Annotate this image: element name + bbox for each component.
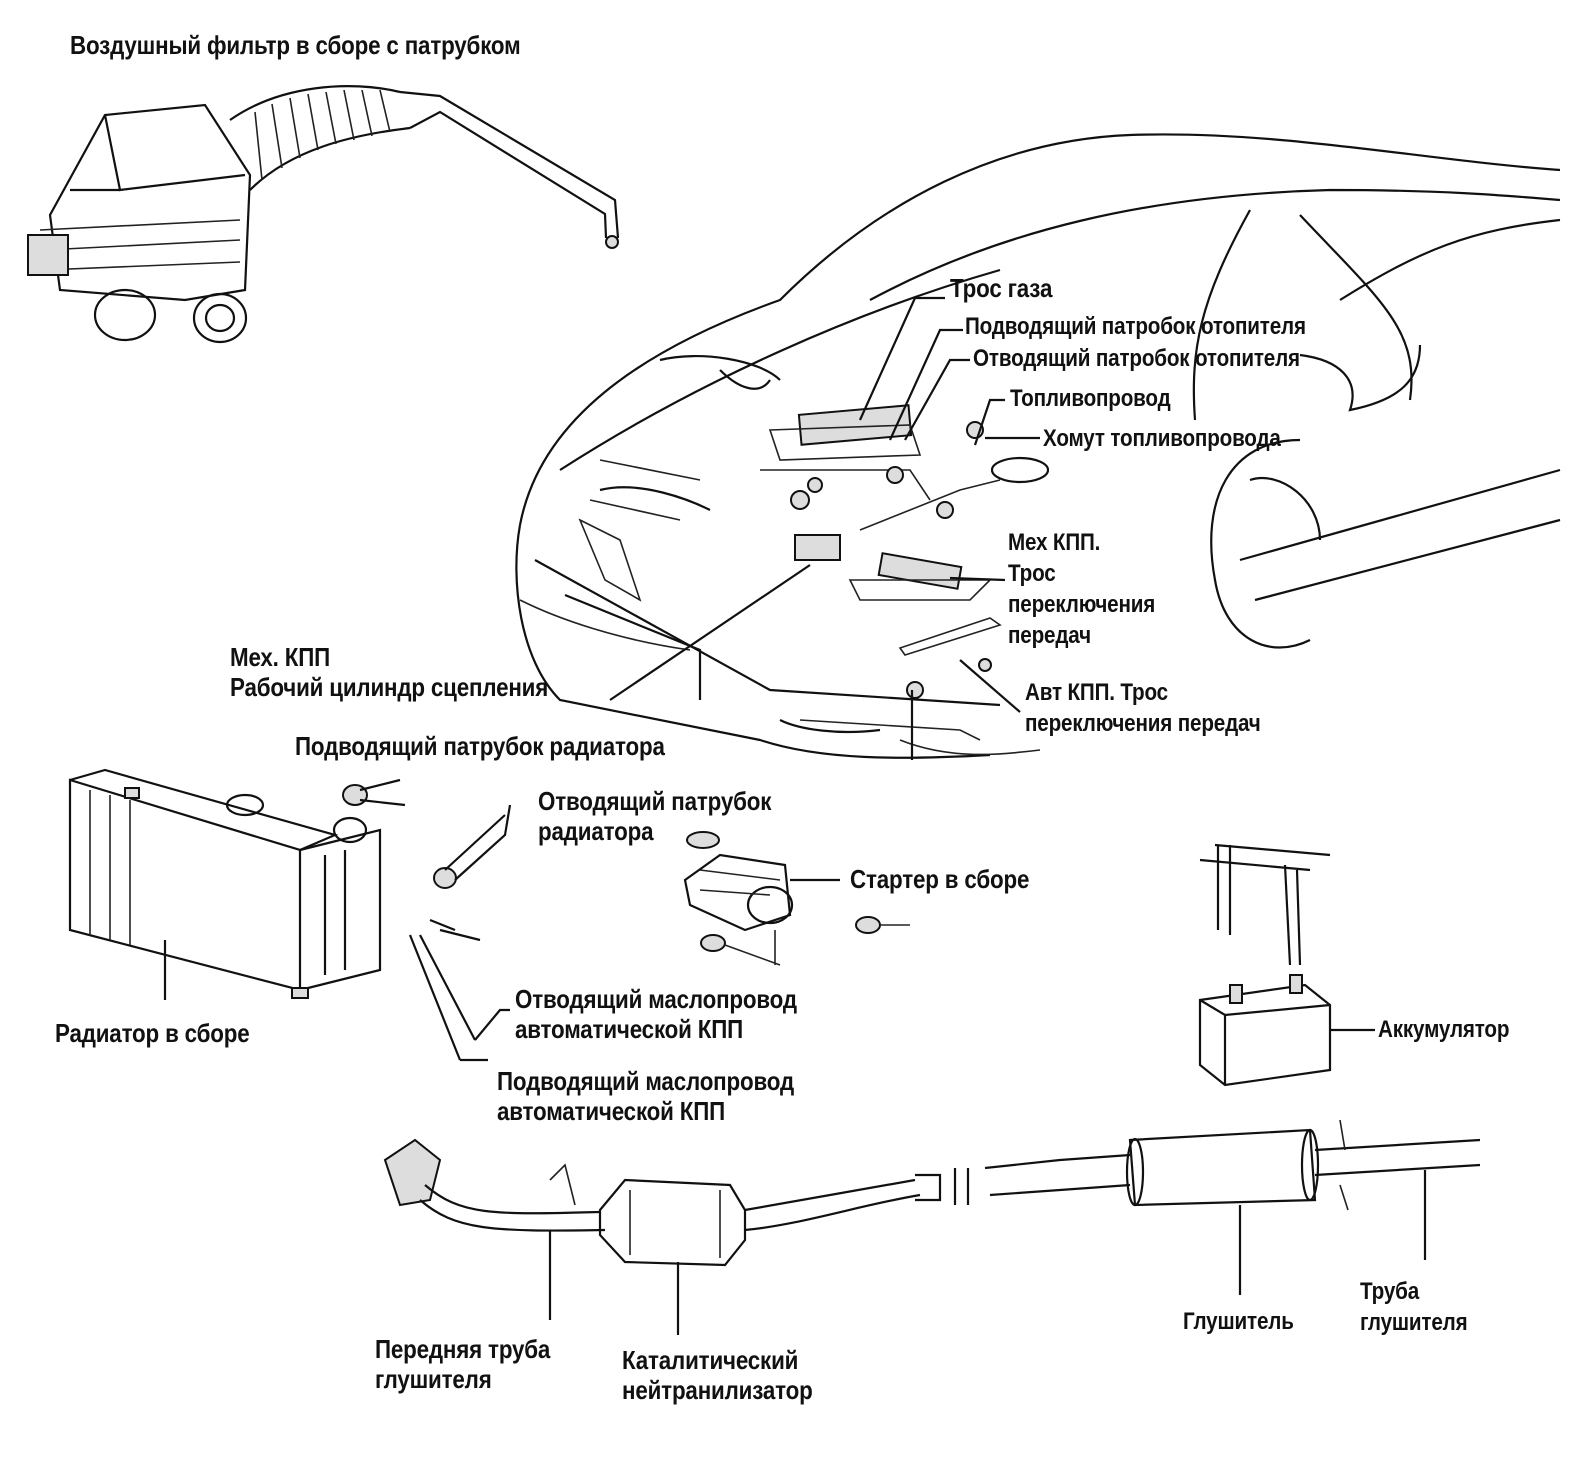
throttle-cable-label: Трос газа bbox=[950, 273, 1053, 303]
radiator-outlet-hose-label: Отводящий патрубок радиатора bbox=[538, 786, 772, 846]
radiator-drawing bbox=[68, 768, 382, 1000]
at-shift-cable-label: Авт КПП. Трос переключения передач bbox=[1025, 679, 1261, 737]
fuel-line-clamp-label: Хомут топливопровода bbox=[1043, 425, 1281, 452]
radiator-label: Радиатор в сборе bbox=[55, 1018, 250, 1048]
front-pipe-label: Передняя труба глушителя bbox=[375, 1334, 551, 1394]
catalyst-label: Каталитический нейтранилизатор bbox=[622, 1345, 813, 1405]
tail-pipe-label: Труба глушителя bbox=[1360, 1278, 1468, 1336]
exhaust-drawing bbox=[383, 1119, 1481, 1335]
mt-shift-cable-label: Мех КПП. Трос переключения передач bbox=[1008, 529, 1156, 649]
heater-inlet-hose-label: Подводящий патробок отопителя bbox=[965, 313, 1306, 340]
starter-drawing bbox=[683, 831, 910, 966]
muffler-label: Глушитель bbox=[1183, 1308, 1294, 1335]
starter-label: Стартер в сборе bbox=[850, 864, 1030, 894]
fuel-line-label: Топливопровод bbox=[1010, 385, 1171, 412]
heater-outlet-hose-label: Отводящий патробок отопителя bbox=[973, 345, 1300, 372]
air-filter-label: Воздушный фильтр в сборе с патрубком bbox=[70, 30, 521, 60]
radiator-inlet-hose-label: Подводящий патрубок радиатора bbox=[295, 731, 665, 761]
car-body-drawing bbox=[515, 133, 1561, 760]
clutch-slave-cylinder-label: Мех. КПП Рабочий цилиндр сцепления bbox=[230, 642, 549, 702]
at-oil-outlet-line-label: Отводящий маслопровод автоматической КПП bbox=[515, 984, 797, 1044]
battery-drawing bbox=[1198, 843, 1375, 1087]
at-oil-inlet-line-label: Подводящий маслопровод автоматической КП… bbox=[497, 1066, 794, 1126]
air-filter-drawing bbox=[27, 85, 620, 344]
hoses-drawing bbox=[342, 778, 512, 1062]
battery-label: Аккумулятор bbox=[1378, 1016, 1510, 1043]
